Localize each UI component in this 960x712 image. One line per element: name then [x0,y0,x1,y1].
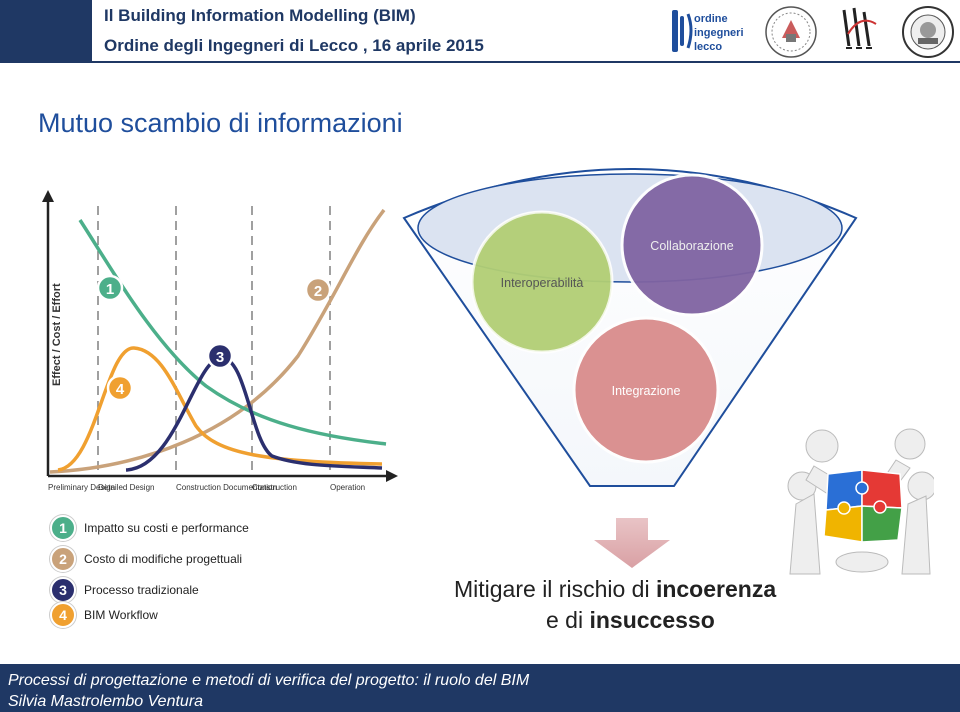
legend-item-1: 1 Impatto su costi e performance [50,515,249,541]
legend-item-2: 2 Costo di modifiche progettuali [50,546,242,572]
phase-label-construction: Construction [252,483,297,492]
legend-label-3: Processo tradizionale [84,583,199,597]
funnel-diagram: Interoperabilità Collaborazione Integraz… [402,168,858,568]
circle-collaborazione: Collaborazione [620,173,764,317]
mitigate-line-1: Mitigare il rischio di incoerenza [454,576,776,603]
legend-badge-4: 4 [50,602,76,628]
circle-label-integrazione: Integrazione [612,384,681,398]
footer-title: Processi di progettazione e metodi di ve… [8,672,530,689]
curve-2-cost-of-change [49,208,386,474]
phase-label-operation: Operation [330,483,365,492]
slide-title: Mutuo scambio di informazioni [38,108,403,138]
curve-3-traditional-process [125,356,383,472]
footer-bar: Processi di progettazione e metodi di ve… [0,664,960,712]
curve-4-bim-workflow [57,346,383,472]
header-accent-block [0,0,92,62]
circle-interoperabilita: Interoperabilità [470,210,614,354]
x-axis-arrow [386,470,398,482]
header-subtitle: Ordine degli Ingegneri di Lecco , 16 apr… [104,36,484,55]
svg-text:2: 2 [314,283,322,300]
logo-word-ingegneri: ingegneri [694,27,744,39]
marker-3: 3 [206,342,234,370]
svg-text:3: 3 [216,349,224,366]
legend-badge-1: 1 [50,515,76,541]
footer-author: Silvia Mastrolembo Ventura [8,693,204,710]
legend-badge-2: 2 [50,546,76,572]
svg-text:4: 4 [116,381,125,398]
puzzle-team-illustration [787,428,934,575]
phase-label-detailed-design: Detailed Design [98,483,154,492]
phase-dividers [97,206,331,476]
circle-label-collaborazione: Collaborazione [650,239,733,253]
header-title: Il Building Information Modelling (BIM) [104,6,416,25]
mitigate-incoerenza: incoerenza [655,576,777,602]
marker-1: 1 [96,274,124,302]
mitigate-insuccesso: insuccesso [589,607,715,633]
legend-item-4: 4 BIM Workflow [50,602,158,628]
header-bar: Il Building Information Modelling (BIM) … [0,0,960,63]
legend-label-2: Costo di modifiche progettuali [84,552,243,566]
curve-1-impact [78,219,387,446]
legend-label-1: Impatto su costi e performance [84,521,249,535]
circle-integrazione: Integrazione [572,316,720,464]
circle-label-interoperabilita: Interoperabilità [501,276,584,290]
university-seal-logo [765,6,817,58]
header-divider [0,61,960,63]
mitigate-line-1-text: Mitigare il rischio di [454,576,656,602]
mitigate-line-2-text: e di [546,607,590,633]
politecnico-seal-logo [902,6,954,58]
phase-label-preliminary-design: Preliminary Design [48,483,115,492]
y-axis-arrow [42,190,54,202]
y-axis-label: Effect / Cost / Effort [51,283,63,386]
ordine-ingegneri-logo: ordine ingegneri lecco [672,10,744,53]
legend-item-3: 3 Processo tradizionale [50,577,199,603]
phase-label-construction-documentation: Construction Documentation [176,483,277,492]
legend-badge-3: 3 [50,577,76,603]
mitigate-line-2: e di insuccesso [546,607,715,634]
legend-label-4: BIM Workflow [84,608,158,622]
down-arrow [594,518,670,568]
marker-4: 4 [106,374,134,402]
logo-word-lecco: lecco [694,41,722,53]
svg-text:1: 1 [106,281,114,298]
logo-word-ordine: ordine [694,13,728,25]
marker-2: 2 [304,276,332,304]
dica-logo [842,7,878,56]
effort-curve-chart: Effect / Cost / Effort 1 2 3 4 Prelimina… [42,190,398,492]
